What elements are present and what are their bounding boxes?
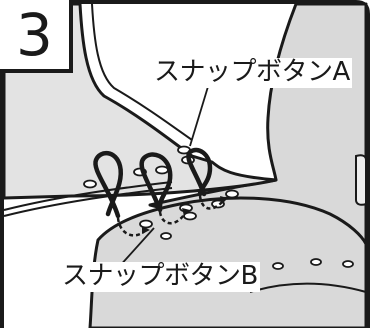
snap-button-icon [83, 179, 97, 189]
step-number: 3 [0, 0, 73, 73]
leader-line-a [189, 79, 211, 147]
leader-line-b [117, 227, 155, 269]
snap-button-icon [139, 219, 153, 229]
snap-button-icon [155, 165, 169, 175]
side-pocket [355, 154, 367, 206]
arrow-head-icon [182, 208, 190, 216]
arrow-head-icon [142, 226, 150, 234]
snap-button-b-label: スナップボタンB [60, 261, 260, 292]
curved-arrow-icon [198, 195, 225, 210]
snap-button-icon [342, 260, 354, 268]
curved-arrow-icon [139, 152, 173, 213]
stitch-line [91, 3, 193, 141]
strap-line [3, 181, 173, 211]
flap-edge [249, 282, 367, 293]
curved-arrow-icon [186, 147, 213, 197]
arrow-head-icon [220, 196, 228, 204]
snap-button-icon [160, 232, 172, 240]
snap-button-icon [225, 189, 239, 199]
connector-loops [93, 147, 213, 219]
snap-button-a-label: スナップボタンA [152, 57, 352, 88]
curved-arrow-icon [158, 211, 188, 225]
curved-arrow-icon [93, 151, 124, 219]
arrow-heads [142, 196, 228, 234]
snap-button-icon [310, 258, 322, 266]
snap-button-icon [272, 262, 284, 270]
